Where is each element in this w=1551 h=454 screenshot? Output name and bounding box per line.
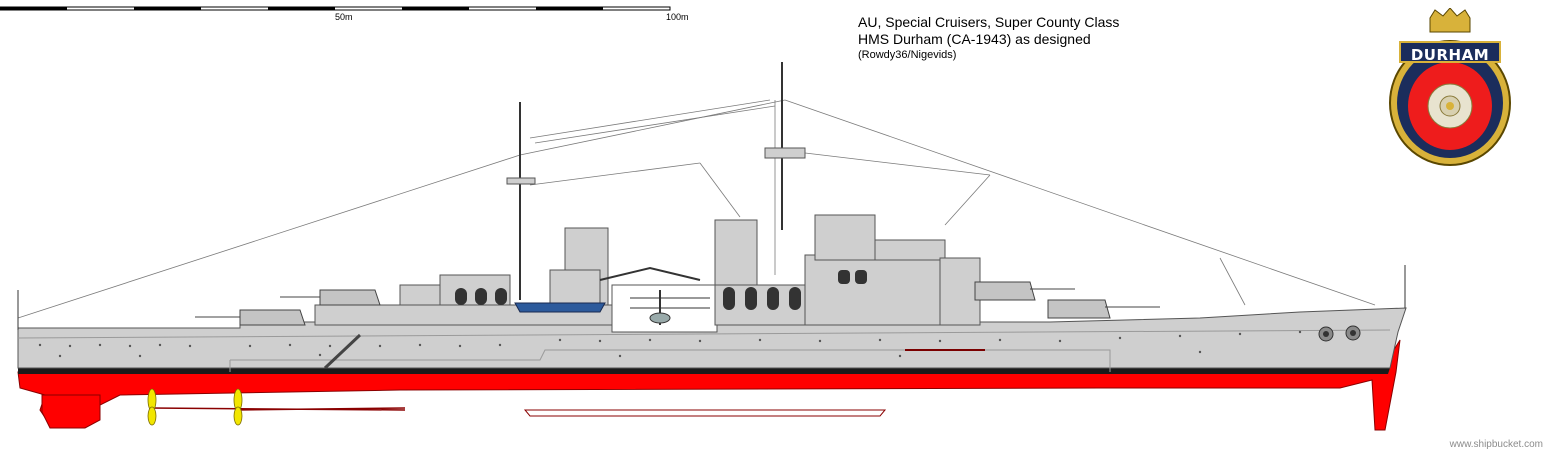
hull-underwater — [17, 339, 1401, 431]
mast-platforms — [506, 147, 806, 185]
hawse-anchors — [1318, 325, 1361, 342]
crest-name-plate — [1399, 41, 1501, 63]
fwd-turrets — [974, 281, 1160, 319]
title-block: AU, Special Cruisers, Super County Class… — [858, 14, 1119, 63]
ships-boat — [514, 302, 606, 313]
title-line-ship: HMS Durham (CA-1943) as designed — [858, 31, 1091, 47]
fwd-arches — [723, 270, 867, 310]
portholes — [38, 330, 1302, 358]
crane — [599, 266, 701, 281]
crest-ship-name: DURHAM — [1410, 46, 1490, 64]
watermark: www.shipbucket.com — [1449, 439, 1543, 450]
aft-turrets — [195, 289, 381, 326]
crest-graphic — [1389, 7, 1511, 166]
aft-superstructure — [314, 227, 616, 326]
propeller-shafts — [149, 407, 406, 411]
scale-label-100m: 100m — [666, 12, 689, 22]
rigging-wires — [17, 99, 1376, 319]
scale-bar-graphic — [0, 6, 671, 11]
ship-crest: DURHAM — [1385, 7, 1515, 168]
bilge-keel — [523, 409, 887, 417]
crest-crown — [1429, 7, 1471, 33]
aircraft-hangar — [611, 284, 718, 333]
propellers — [147, 388, 243, 426]
hull-plating-lines — [17, 329, 1391, 372]
boot-topping — [18, 368, 1390, 374]
title-line-authors: (Rowdy36/Nigevids) — [858, 49, 957, 61]
scale-label-50m: 50m — [335, 12, 353, 22]
rudder — [41, 394, 101, 429]
masts — [519, 62, 783, 300]
scale-bar: 50m 100m — [0, 0, 700, 30]
boat-boom — [323, 333, 362, 370]
aft-arches — [455, 288, 507, 305]
title-line-class: AU, Special Cruisers, Super County Class — [858, 14, 1120, 30]
